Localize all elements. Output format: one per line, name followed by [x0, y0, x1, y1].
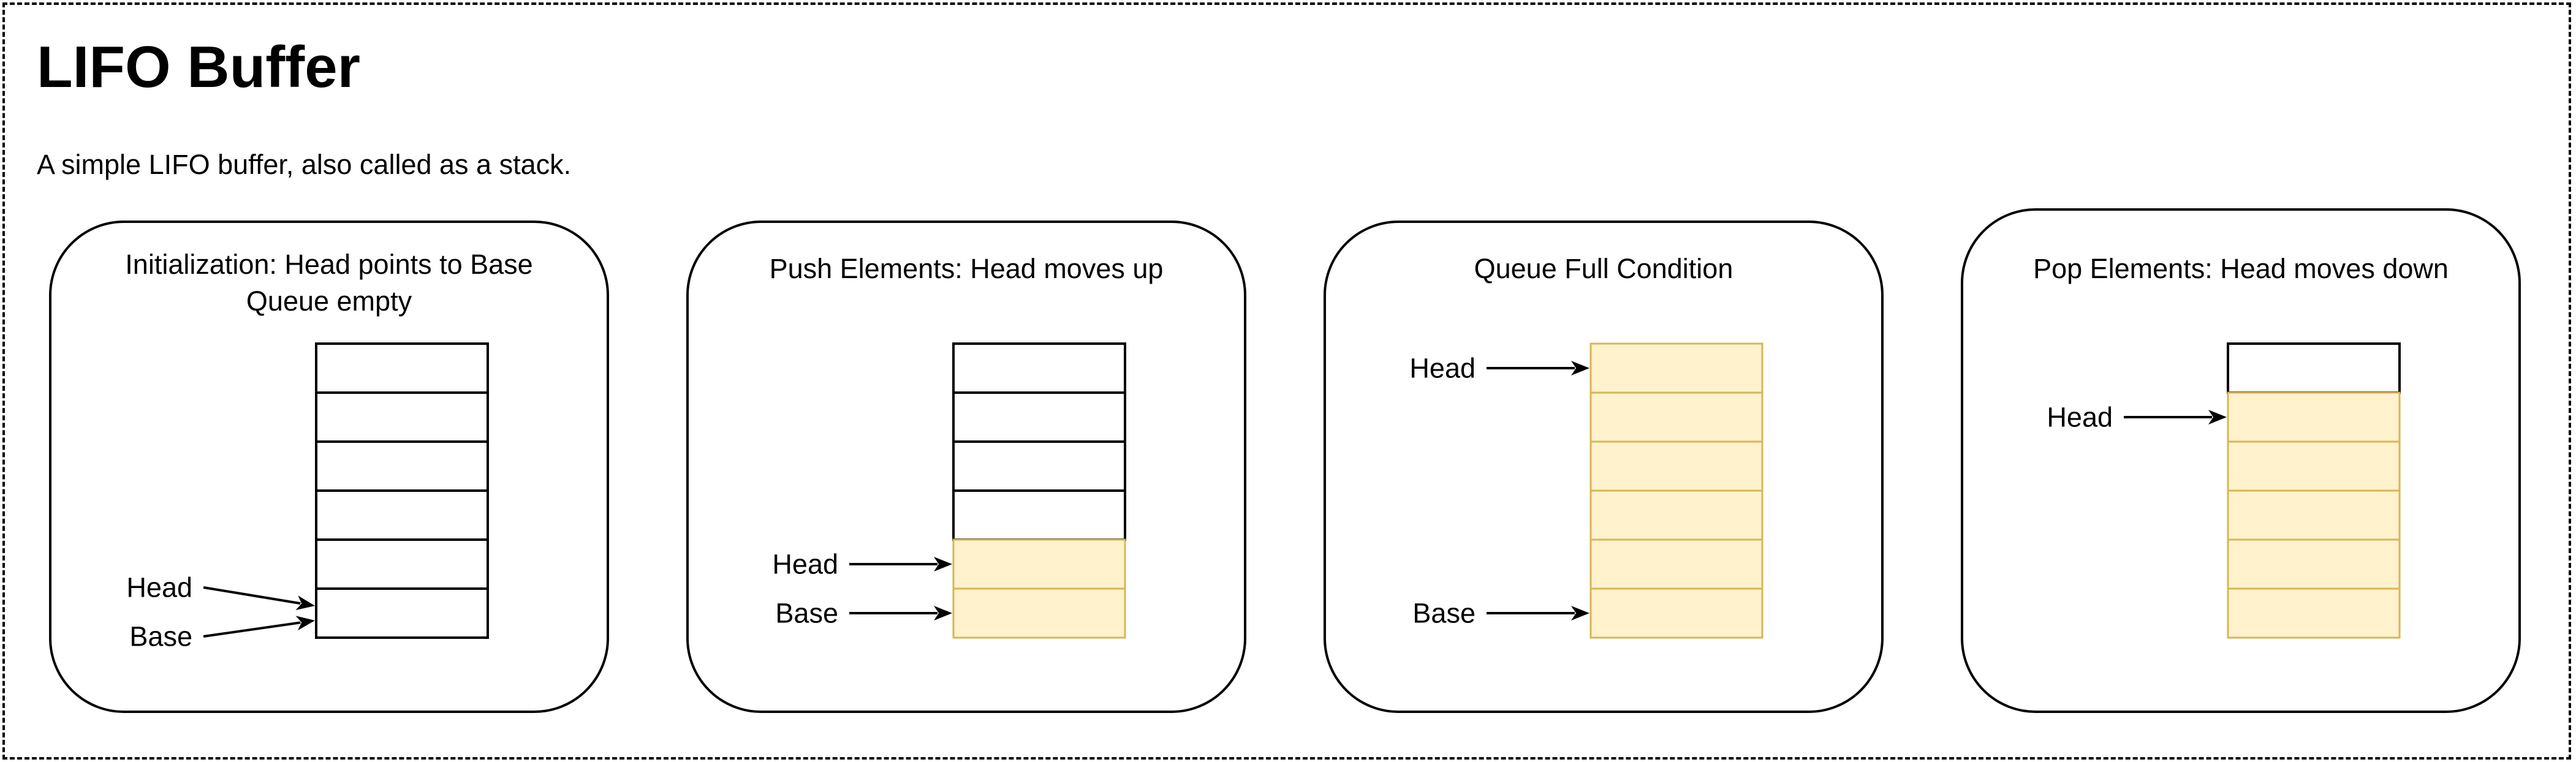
- panel-title-line: Queue Full Condition: [1474, 253, 1733, 284]
- page-subtitle: A simple LIFO buffer, also called as a s…: [37, 149, 572, 180]
- base-pointer-label: Base: [129, 621, 192, 652]
- stack-cell-filled: [2227, 538, 2401, 590]
- stack-cell-empty: [315, 342, 489, 394]
- stack-cell-filled: [952, 587, 1126, 639]
- base-pointer-arrow: [203, 621, 301, 638]
- stack-cell-empty: [315, 587, 489, 639]
- panel-1: Initialization: Head points to BaseQueue…: [49, 221, 609, 713]
- stack-cell-empty: [952, 342, 1126, 394]
- panel-title-line: Push Elements: Head moves up: [770, 253, 1164, 284]
- stack-cell-empty: [952, 391, 1126, 443]
- head-pointer-label: Head: [1409, 353, 1476, 384]
- stack-cell-filled: [1589, 538, 1763, 590]
- head-pointer-label: Head: [2047, 402, 2113, 433]
- arrowhead-icon: [295, 595, 315, 610]
- stack: [952, 342, 1126, 639]
- stack: [2227, 342, 2401, 639]
- stack-cell-filled: [1589, 489, 1763, 541]
- stack-cell-filled: [1589, 342, 1763, 394]
- stack-cell-empty: [315, 440, 489, 492]
- stack-cell-filled: [1589, 440, 1763, 492]
- arrowhead-icon: [295, 616, 315, 631]
- head-pointer-label: Head: [126, 572, 192, 603]
- stack-cell-empty: [2227, 342, 2401, 394]
- panel-title-line: Initialization: Head points to Base: [125, 249, 532, 280]
- stack-cell-empty: [952, 489, 1126, 541]
- arrowhead-icon: [1571, 361, 1589, 375]
- stack-cell-filled: [2227, 489, 2401, 541]
- arrowhead-icon: [2208, 410, 2227, 424]
- stack-cell-filled: [2227, 440, 2401, 492]
- panel-title-line: Pop Elements: Head moves down: [2033, 253, 2449, 284]
- arrowhead-icon: [934, 606, 952, 621]
- stack-cell-empty: [315, 489, 489, 541]
- panel-title-line: Queue empty: [246, 285, 412, 317]
- stack-cell-filled: [1589, 391, 1763, 443]
- arrowhead-icon: [934, 557, 952, 572]
- stack-cell-filled: [1589, 587, 1763, 639]
- arrowhead-icon: [1571, 606, 1589, 621]
- stack-cell-filled: [2227, 587, 2401, 639]
- stack: [1589, 342, 1763, 639]
- stack-cell-empty: [315, 538, 489, 590]
- base-pointer-label: Base: [775, 598, 838, 629]
- head-pointer-arrow: [203, 586, 301, 605]
- stack-cell-empty: [315, 391, 489, 443]
- head-pointer-label: Head: [772, 549, 838, 580]
- base-pointer-label: Base: [1412, 598, 1476, 629]
- page-title: LIFO Buffer: [37, 34, 360, 100]
- stack-cell-filled: [952, 538, 1126, 590]
- stack-cell-empty: [952, 440, 1126, 492]
- stack-cell-filled: [2227, 391, 2401, 443]
- stack: [315, 342, 489, 639]
